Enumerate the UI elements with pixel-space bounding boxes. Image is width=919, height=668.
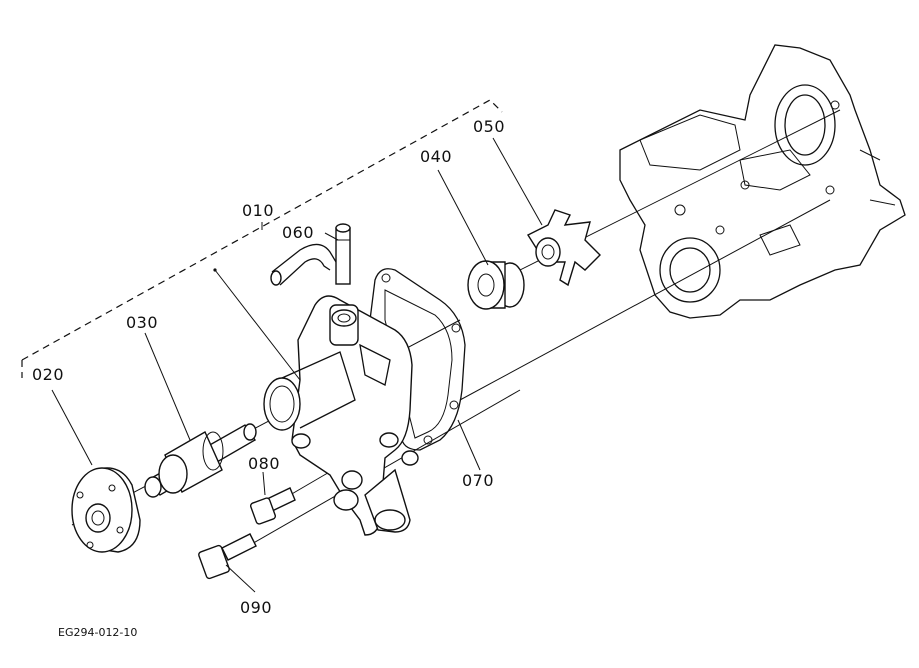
part-070-gasket [369,268,466,451]
leader-lines [51,137,543,593]
part-020-flange [71,467,141,553]
part-060-pipe [270,223,351,286]
callout-labels: 010 060 040 050 030 020 070 080 090 EG29… [32,117,505,639]
callout-060: 060 [282,223,314,242]
part-080-bolt [249,487,296,525]
engine-block-outline [619,44,906,319]
figure-code: EG294-012-10 [58,626,137,639]
callout-090: 090 [240,598,272,617]
part-030-shaft-bearing [144,423,257,498]
assembly-bracket [21,99,503,378]
callout-020: 020 [32,365,64,384]
callout-010: 010 [242,201,274,220]
callout-030: 030 [126,313,158,332]
callout-050: 050 [473,117,505,136]
part-040-seal [467,260,525,310]
callout-080: 080 [248,454,280,473]
part-090-bolt [198,533,257,580]
part-010-pump-housing [263,295,419,536]
callout-040: 040 [420,147,452,166]
callout-070: 070 [462,471,494,490]
part-050-impeller [526,209,601,287]
